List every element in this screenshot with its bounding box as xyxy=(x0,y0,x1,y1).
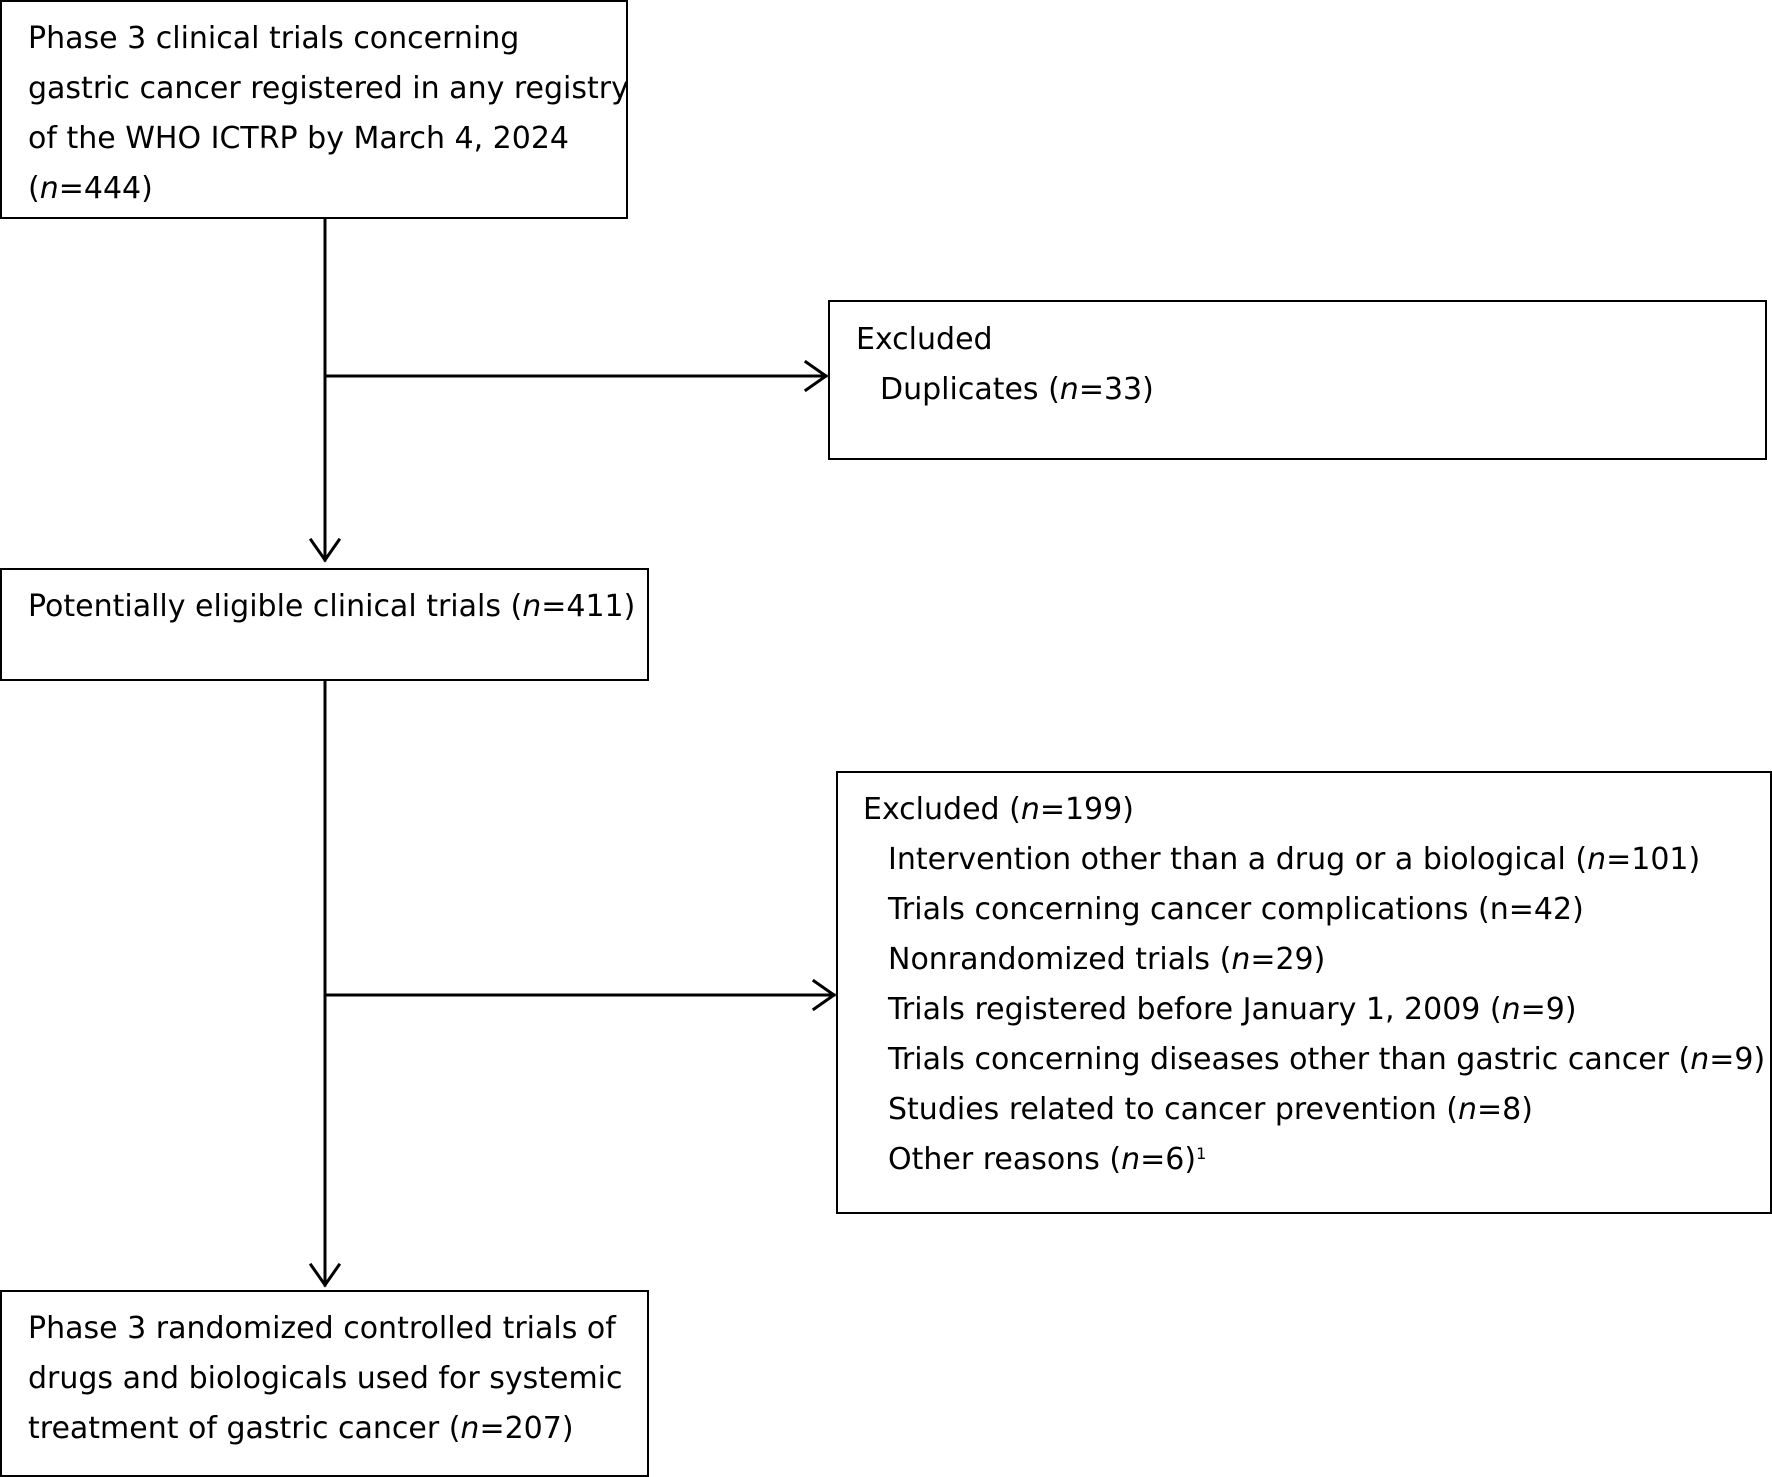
included-trials-count: treatment of gastric cancer (n=207) xyxy=(28,1411,574,1446)
excluded-duplicates-title: Excluded xyxy=(856,322,993,357)
excluded-reason-item: Intervention other than a drug or a biol… xyxy=(888,842,1701,877)
excluded-reason-item: Other reasons (n=6)1 xyxy=(888,1142,1207,1177)
excluded-duplicates-item: Duplicates (n=33) xyxy=(880,372,1154,407)
branch-arrowhead-reasons xyxy=(811,978,837,1012)
identified-trials-line-1: Phase 3 clinical trials concerning xyxy=(28,21,520,56)
excluded-reasons-title: Excluded (n=199) xyxy=(863,792,1134,827)
excluded-reason-item: Trials concerning diseases other than ga… xyxy=(888,1042,1766,1077)
footnote-marker: 1 xyxy=(1196,1144,1207,1163)
identified-trials-count: (n=444) xyxy=(28,171,153,206)
main-flow-arrowhead-2 xyxy=(308,1262,342,1288)
excluded-duplicates-box: Excluded Duplicates (n=33) xyxy=(828,300,1767,460)
eligible-trials-box: Potentially eligible clinical trials (n=… xyxy=(0,568,649,681)
identified-trials-box: Phase 3 clinical trials concerning gastr… xyxy=(0,0,629,219)
included-trials-box: Phase 3 randomized controlled trials of … xyxy=(0,1290,649,1477)
excluded-reason-item: Studies related to cancer prevention (n=… xyxy=(888,1092,1533,1127)
excluded-reasons-box: Excluded (n=199) Intervention other than… xyxy=(836,771,1772,1214)
main-flow-arrowhead-1 xyxy=(308,537,342,563)
eligible-trials-label: Potentially eligible clinical trials (n=… xyxy=(28,589,636,624)
identified-trials-line-3: of the WHO ICTRP by March 4, 2024 xyxy=(28,121,570,156)
branch-arrowhead-duplicates xyxy=(803,359,829,393)
excluded-reason-item: Nonrandomized trials (n=29) xyxy=(888,942,1326,977)
included-trials-line-2: drugs and biologicals used for systemic xyxy=(28,1361,623,1396)
identified-trials-line-2: gastric cancer registered in any registr… xyxy=(28,71,629,106)
excluded-reason-item: Trials concerning cancer complications (… xyxy=(888,892,1584,927)
included-trials-line-1: Phase 3 randomized controlled trials of xyxy=(28,1311,616,1346)
excluded-reason-item: Trials registered before January 1, 2009… xyxy=(888,992,1577,1027)
